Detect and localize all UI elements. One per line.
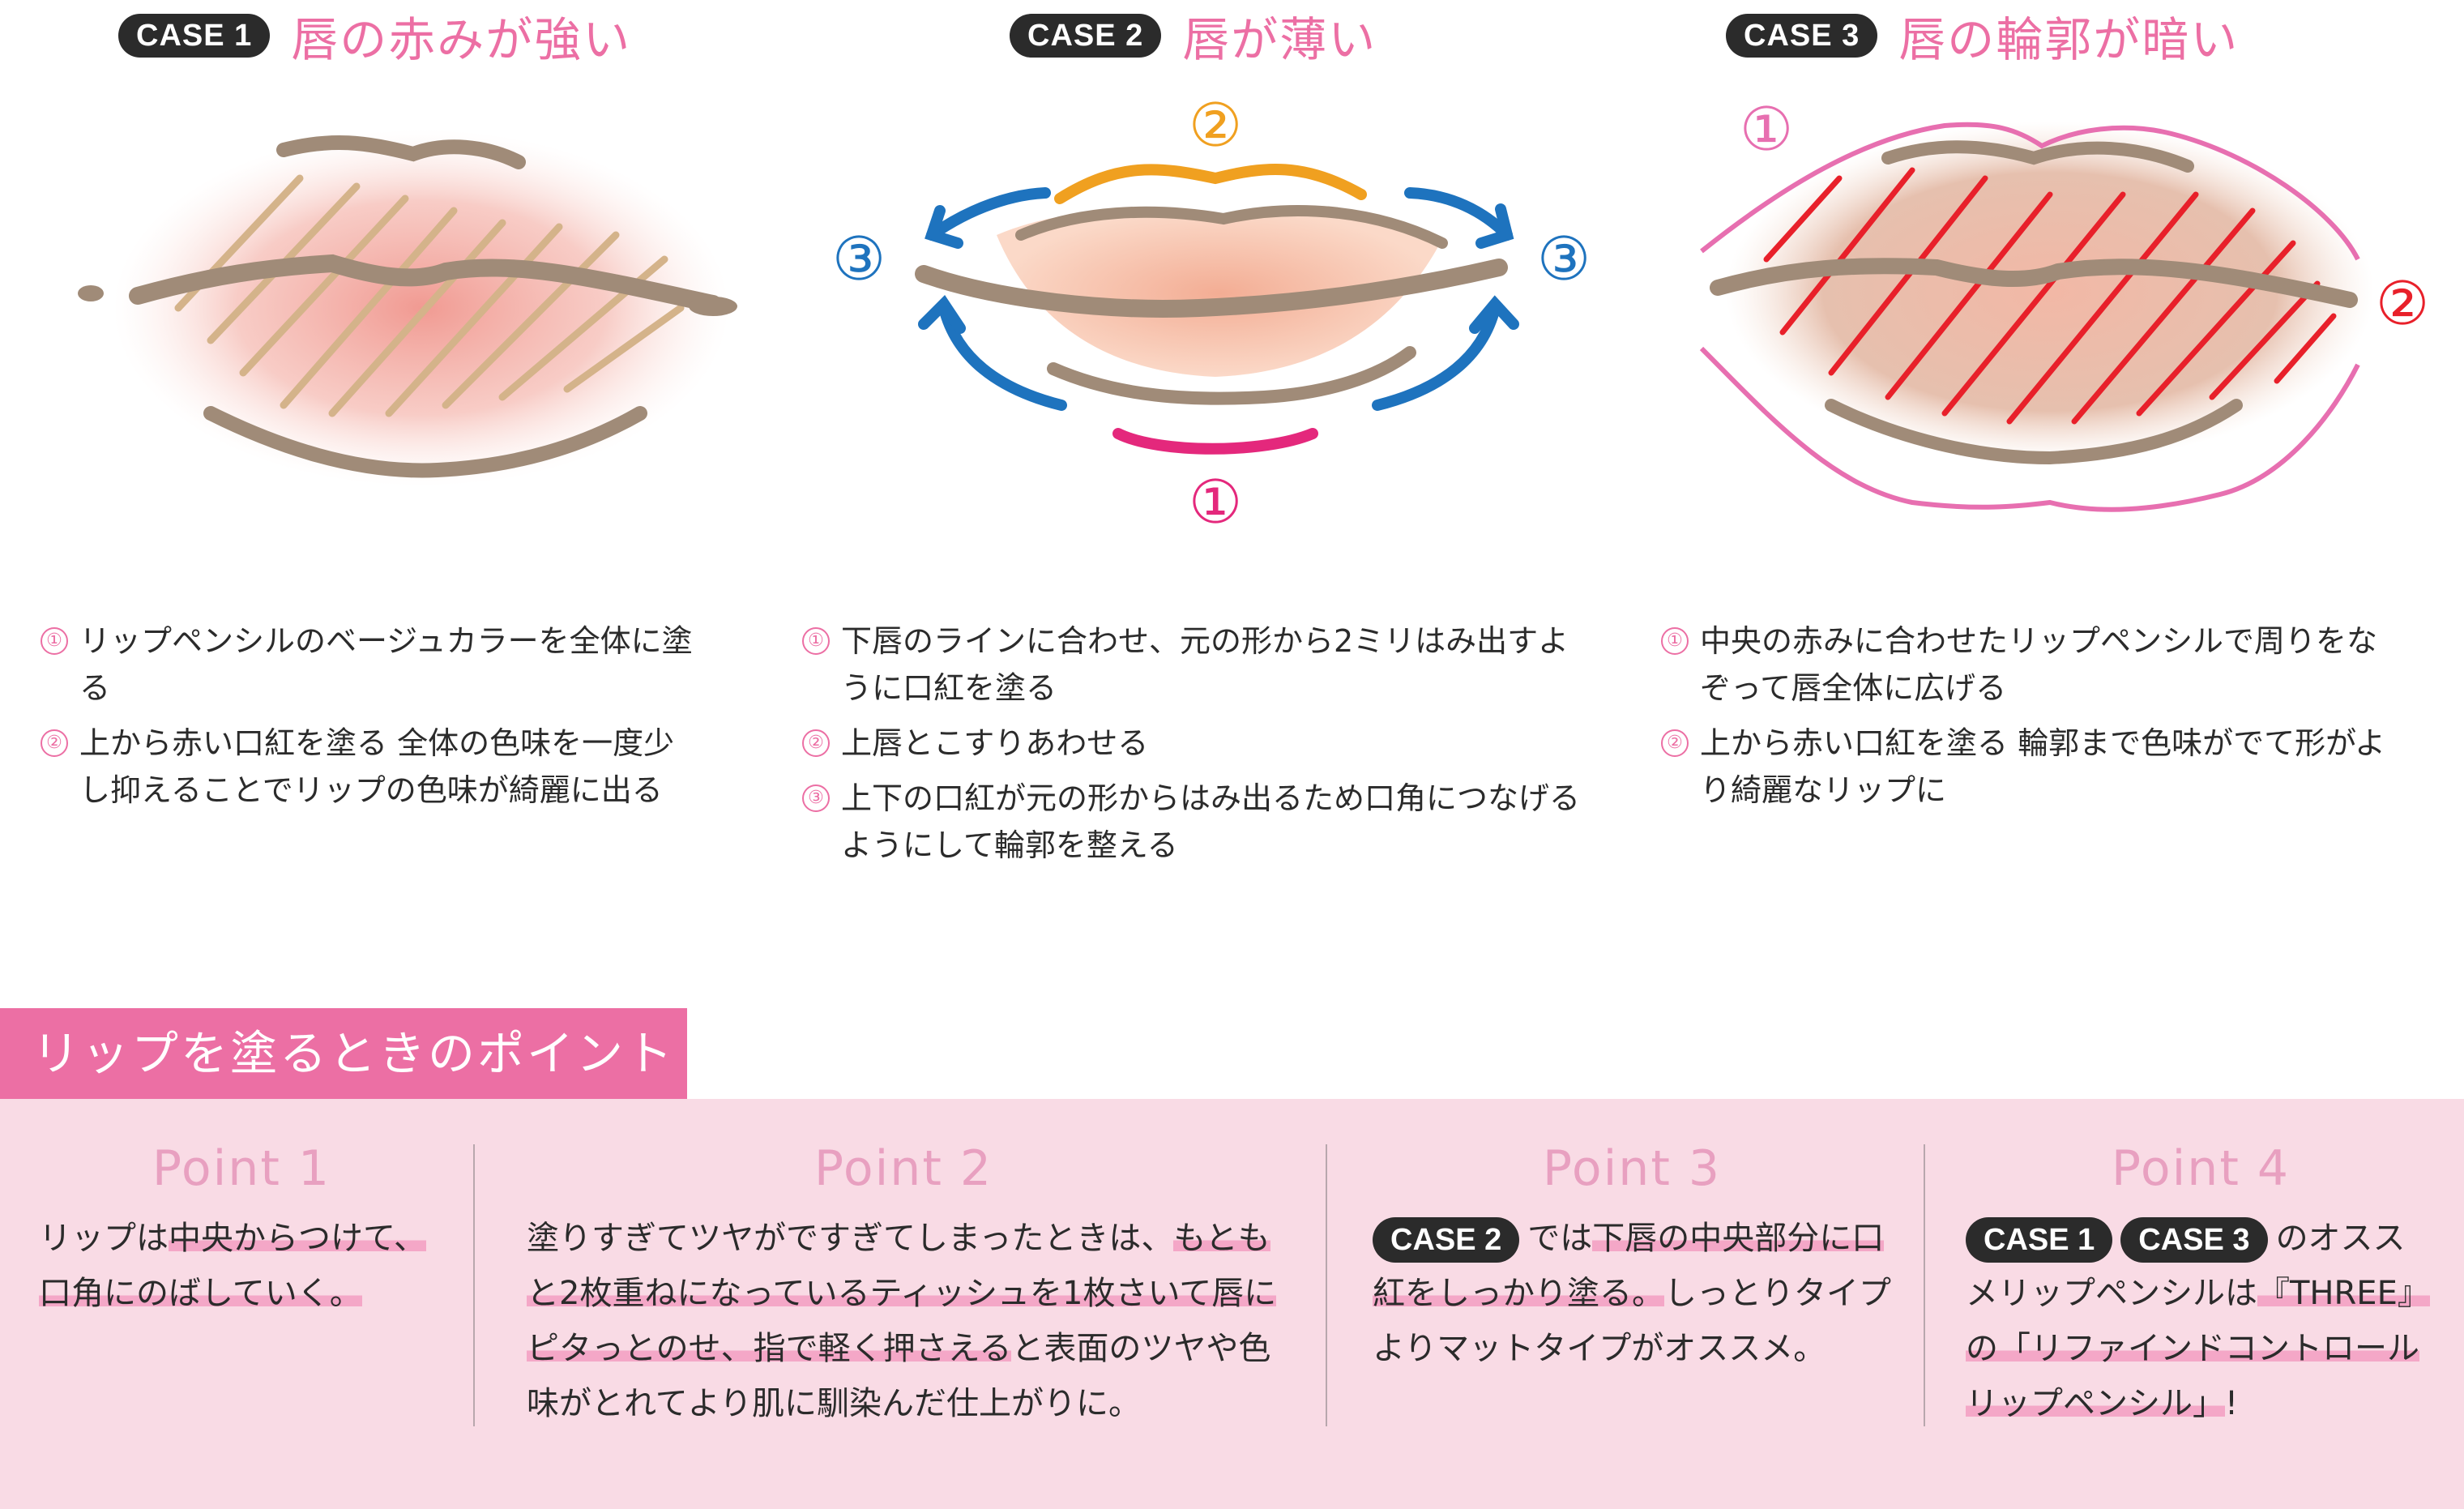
case2-marker-right: ③	[1537, 224, 1591, 294]
case3-red-hatch	[1763, 167, 2337, 425]
point-1-title: Point 1	[152, 1140, 331, 1197]
point-4-plain-end: !	[2225, 1385, 2239, 1422]
case2-marker-bottom: ①	[1189, 468, 1242, 537]
case3-steps: ① 中央の赤みに合わせたリップペンシルで周りをなぞって唇全体に広げる ② 上から…	[1661, 618, 2406, 822]
case3-shade	[1726, 122, 2374, 462]
case1-beige-hatch	[174, 174, 685, 417]
point-2-text: 塗りすぎてツヤがですぎてしまったときは、もともと2枚重ねになっているティッシュを…	[527, 1211, 1280, 1431]
step-text: 中央の赤みに合わせたリップペンシルで周りをなぞって唇全体に広げる	[1700, 623, 2378, 706]
case1-lip-illustration	[78, 130, 737, 486]
points-divider	[473, 1144, 475, 1426]
case3-pink-outline-lower	[1699, 346, 2360, 512]
point-4-plain: のオススメリップペンシルは	[1966, 1220, 2406, 1312]
case2-lip-fill	[997, 210, 1442, 377]
case1-badge: CASE 1	[118, 14, 271, 58]
point-3-title: Point 3	[1542, 1140, 1722, 1197]
step-number: ①	[41, 627, 68, 655]
case3-title: 唇の輪郭が暗い	[1898, 12, 2240, 67]
case3-lip-illustration: ① ②	[1699, 95, 2429, 512]
point-1: Point 1 リップは中央からつけて、口角にのばしていく。	[39, 1135, 444, 1321]
point-2: Point 2 塗りすぎてツヤがですぎてしまったときは、もともと2枚重ねになって…	[527, 1135, 1280, 1431]
case2-steps: ① 下唇のラインに合わせ、元の形から2ミリはみ出すように口紅を塗る ② 上唇とこ…	[802, 618, 1596, 877]
points-divider	[1924, 1144, 1925, 1426]
case2-lip-outline	[915, 205, 1508, 405]
point-2-plain: 塗りすぎてツヤがですぎてしまったときは、	[527, 1220, 1174, 1257]
point-2-plain-end: と表面のツヤや色味がとれてより肌に馴染んだ仕上がりに。	[527, 1330, 1271, 1422]
case2-step: ① 下唇のラインに合わせ、元の形から2ミリはみ出すように口紅を塗る	[802, 618, 1596, 712]
case2-blue-arrows	[918, 187, 1519, 411]
points-heading: リップを塗るときのポイント	[0, 1008, 687, 1099]
case1-step: ① リップペンシルのベージュカラーを全体に塗る	[41, 618, 705, 712]
case1-left-corner	[78, 285, 104, 301]
point-1-text: リップは中央からつけて、口角にのばしていく。	[39, 1211, 444, 1321]
case1-blush	[113, 130, 729, 486]
case3-pink-outline	[1700, 122, 2360, 261]
case1-title: 唇の赤みが強い	[291, 12, 632, 67]
case2-marker-left: ③	[832, 224, 886, 294]
case2-bottom-magenta-arc	[1112, 428, 1318, 455]
case3-marker-fill: ②	[2376, 269, 2429, 339]
step-text: 上下の口紅が元の形からはみ出るため口角につなげるようにして輪郭を整える	[841, 780, 1581, 863]
point-3-case-badge: CASE 2	[1373, 1217, 1520, 1263]
points-divider	[1326, 1144, 1327, 1426]
step-number: ③	[802, 784, 830, 812]
step-text: 上から赤い口紅を塗る 輪郭まで色味がでて形がより綺麗なリップに	[1700, 725, 2386, 808]
case2-header: CASE 2 唇が薄い	[1010, 6, 1377, 67]
step-number: ②	[1661, 729, 1689, 757]
case2-top-orange-arc	[1054, 163, 1367, 204]
step-text: 上から赤い口紅を塗る 全体の色味を一度少し抑えることでリップの色味が綺麗に出る	[79, 725, 675, 808]
point-3-plain: では	[1527, 1220, 1593, 1257]
case1-header: CASE 1 唇の赤みが強い	[118, 6, 631, 67]
point-3-plain-end: しっとりタイプよりマットタイプがオススメ。	[1373, 1275, 1891, 1367]
case3-step: ① 中央の赤みに合わせたリップペンシルで周りをなぞって唇全体に広げる	[1661, 618, 2406, 712]
case2-marker-top: ②	[1189, 91, 1242, 160]
case3-lip-outline	[1710, 140, 2358, 465]
case3-step: ② 上から赤い口紅を塗る 輪郭まで色味がでて形がより綺麗なリップに	[1661, 720, 2406, 814]
case1-right-corner	[689, 297, 737, 316]
step-number: ②	[802, 729, 830, 757]
point-4-case3-badge: CASE 3	[2120, 1217, 2268, 1263]
step-number: ②	[41, 729, 68, 757]
case2-step: ② 上唇とこすりあわせる	[802, 720, 1596, 767]
point-2-title: Point 2	[814, 1140, 993, 1197]
case3-badge: CASE 3	[1726, 14, 1878, 58]
step-number: ①	[1661, 627, 1689, 655]
case1-step: ② 上から赤い口紅を塗る 全体の色味を一度少し抑えることでリップの色味が綺麗に出…	[41, 720, 705, 814]
case2-step: ③ 上下の口紅が元の形からはみ出るため口角につなげるようにして輪郭を整える	[802, 775, 1596, 869]
step-text: 下唇のラインに合わせ、元の形から2ミリはみ出すように口紅を塗る	[841, 623, 1569, 706]
case2-title: 唇が薄い	[1182, 12, 1377, 67]
step-number: ①	[802, 627, 830, 655]
case3-header: CASE 3 唇の輪郭が暗い	[1726, 6, 2239, 67]
case1-lip-outline	[129, 135, 722, 478]
case2-lip-illustration: ② ③ ③ ①	[832, 91, 1591, 537]
case1-steps: ① リップペンシルのベージュカラーを全体に塗る ② 上から赤い口紅を塗る 全体の…	[41, 618, 705, 822]
case2-badge: CASE 2	[1010, 14, 1162, 58]
point-4-case1-badge: CASE 1	[1966, 1217, 2113, 1263]
step-text: リップペンシルのベージュカラーを全体に塗る	[79, 623, 693, 706]
point-4-title: Point 4	[2111, 1140, 2291, 1197]
step-text: 上唇とこすりあわせる	[841, 725, 1149, 761]
point-1-plain: リップは	[39, 1220, 169, 1257]
case3-marker-outline: ①	[1740, 95, 1793, 165]
